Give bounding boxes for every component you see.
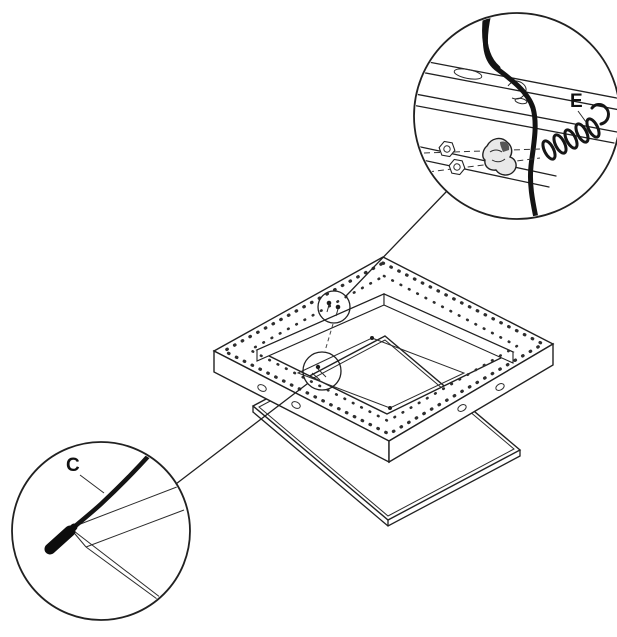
cable-entry-point	[315, 364, 321, 370]
conduit-coil-loop	[563, 128, 579, 150]
panel-corner-edge-offset	[85, 509, 185, 548]
callout-e-circle	[413, 12, 617, 220]
enclosure-frame	[212, 256, 555, 464]
callout-e-contents	[415, 14, 617, 218]
frame-right-wall	[388, 342, 554, 464]
screw-detail-circle	[317, 290, 351, 324]
flexible-conduit-e	[541, 103, 610, 161]
cable-entry-fitting	[317, 368, 327, 378]
hex-nut-hole	[443, 145, 451, 153]
hex-nut	[448, 158, 466, 176]
assembly-axis-line	[427, 157, 541, 173]
conduit-coil-loop	[574, 122, 590, 144]
cutout-corner-screw	[388, 406, 392, 410]
hex-nut-body	[448, 158, 466, 176]
leader-line-detail-c	[171, 383, 308, 488]
callout-c-contents	[44, 449, 185, 608]
flange-screw	[326, 300, 332, 306]
conduit-end-hook	[590, 103, 610, 126]
hex-nut-hole	[453, 163, 461, 171]
frame-inner-wall-right	[383, 293, 514, 364]
cutout-marking	[296, 336, 466, 410]
wall-hole	[257, 384, 267, 392]
cable-entry-detail-circle	[302, 351, 342, 391]
wall-hole	[291, 401, 301, 409]
wall-hole	[457, 404, 467, 412]
detail-circle-cable-entry	[302, 351, 342, 391]
cable-entry-fitting	[311, 372, 321, 381]
detail-circle-screws	[317, 290, 351, 324]
panel-corner-edge-offset	[85, 546, 169, 608]
conduit-coil-loop	[552, 133, 568, 155]
detail-callout-c: C	[11, 441, 191, 621]
hex-nut-body	[438, 140, 456, 158]
leader-line-detail-e	[345, 191, 447, 297]
callout-c-label: C	[66, 455, 80, 476]
callout-e-label: E	[570, 91, 583, 112]
flange-perforation-row-inner	[247, 274, 520, 423]
cable-clamp-shading	[500, 141, 510, 152]
cable-clamp-groove	[489, 149, 503, 153]
cable-clamp-groove	[491, 158, 506, 163]
conduit-coil-loop	[541, 139, 557, 161]
screw-axis-line	[324, 323, 334, 352]
flange-screw-shaft	[326, 304, 330, 313]
detail-callout-e: E	[413, 12, 617, 220]
callout-c-circle	[11, 441, 191, 621]
panel-corner-edge	[69, 484, 183, 529]
cable-clamp	[482, 137, 517, 176]
rail-slot	[453, 68, 483, 80]
flange-screw-shaft	[335, 308, 339, 317]
flange-screw	[335, 304, 341, 310]
rail-lower-edge-line	[415, 157, 550, 188]
rail-edge-line	[415, 70, 617, 111]
rail-small-slot	[514, 97, 528, 105]
label-e-leader	[577, 110, 587, 123]
hex-nut	[438, 140, 456, 158]
conduit-coil-loop	[585, 117, 601, 139]
label-c-leader	[79, 474, 105, 494]
panel-corner-edge	[69, 527, 166, 602]
wall-hole	[495, 383, 505, 391]
rail-edge-line	[417, 59, 617, 100]
cable-connector	[44, 525, 76, 555]
cutout-corner-screw	[370, 336, 374, 340]
cable-c	[70, 449, 155, 531]
